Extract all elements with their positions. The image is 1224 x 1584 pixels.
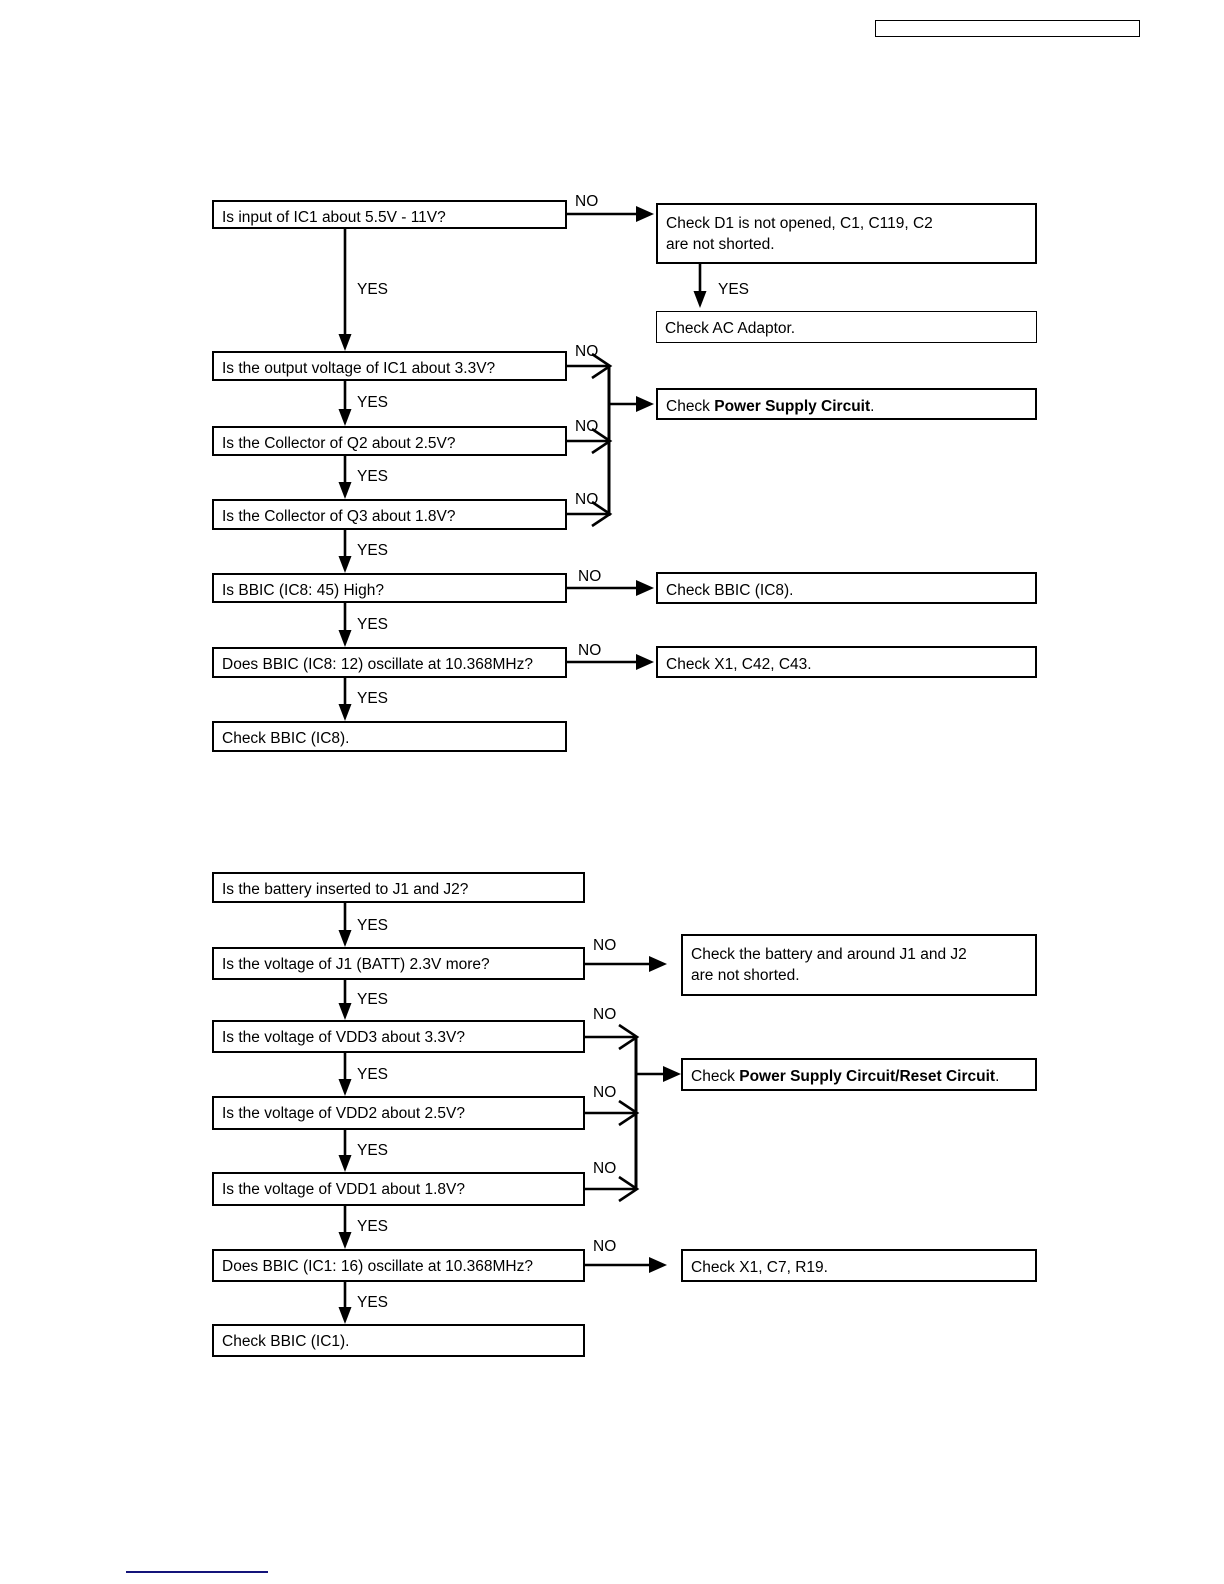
branch-label-no-e4: NO [593,1084,617,1101]
action-box-check-d1-caps[interactable]: Check D1 is not opened, C1, C119, C2 are… [656,203,1037,264]
decision-box-battery-inserted[interactable]: Is the battery inserted to J1 and J2? [212,872,585,903]
branch-label-yes-d5: YES [357,616,389,633]
action-box-check-battery-j1-j2[interactable]: Check the battery and around J1 and J2 a… [681,934,1037,996]
action-text-bold: Power Supply Circuit [714,398,871,415]
decision-box-collector-q3[interactable]: Is the Collector of Q3 about 1.8V? [212,499,567,530]
branch-label-no-e2: NO [593,937,617,954]
action-box-check-power-supply-reset-circuit[interactable]: Check Power Supply Circuit/Reset Circuit… [681,1058,1037,1091]
terminal-box-check-bbic-ic8[interactable]: Check BBIC (IC8). [212,721,567,752]
decision-box-bbic-ic8-12-oscillate[interactable]: Does BBIC (IC8: 12) oscillate at 10.368M… [212,647,567,678]
branch-label-yes-d1: YES [357,281,389,298]
action-box-check-ac-adaptor[interactable]: Check AC Adaptor. [656,311,1037,343]
branch-label-no-d1: NO [575,193,599,210]
decision-box-bbic-ic8-45-high[interactable]: Is BBIC (IC8: 45) High? [212,573,567,603]
branch-label-yes-d4: YES [357,542,389,559]
branch-label-yes-e2: YES [357,991,389,1008]
footer-rule [126,1571,268,1573]
branch-label-yes-d6: YES [357,690,389,707]
action-box-check-power-supply-circuit[interactable]: Check Power Supply Circuit. [656,388,1037,420]
branch-label-yes-d3: YES [357,468,389,485]
branch-label-yes-e1: YES [357,917,389,934]
decision-box-voltage-vdd2[interactable]: Is the voltage of VDD2 about 2.5V? [212,1096,585,1130]
decision-box-voltage-j1-batt[interactable]: Is the voltage of J1 (BATT) 2.3V more? [212,947,585,980]
decision-box-collector-q2[interactable]: Is the Collector of Q2 about 2.5V? [212,426,567,456]
branch-label-no-d6: NO [578,642,602,659]
branch-label-no-e5: NO [593,1160,617,1177]
action-box-check-bbic-ic8[interactable]: Check BBIC (IC8). [656,572,1037,604]
branch-label-yes-e3: YES [357,1066,389,1083]
action-text-suffix: . [870,398,875,415]
action-text-suffix: . [995,1068,1000,1085]
action-box-check-x1-c7-r19[interactable]: Check X1, C7, R19. [681,1249,1037,1282]
action-box-check-x1-c42-c43[interactable]: Check X1, C42, C43. [656,646,1037,678]
branch-label-no-d5: NO [578,568,602,585]
action-text-prefix: Check [666,398,715,415]
decision-box-output-ic1[interactable]: Is the output voltage of IC1 about 3.3V? [212,351,567,381]
decision-box-bbic-ic1-16-oscillate[interactable]: Does BBIC (IC1: 16) oscillate at 10.368M… [212,1249,585,1282]
terminal-box-check-bbic-ic1[interactable]: Check BBIC (IC1). [212,1324,585,1357]
branch-label-no-e3: NO [593,1006,617,1023]
branch-label-no-d3: NO [575,418,599,435]
branch-label-yes-d2: YES [357,394,389,411]
decision-box-input-ic1[interactable]: Is input of IC1 about 5.5V - 11V? [212,200,567,229]
branch-label-no-d4: NO [575,491,599,508]
branch-label-no-e6: NO [593,1238,617,1255]
branch-label-no-d2: NO [575,343,599,360]
branch-label-yes-e6: YES [357,1294,389,1311]
branch-label-yes-e5: YES [357,1218,389,1235]
branch-label-yes-a1: YES [718,281,750,298]
decision-box-voltage-vdd1[interactable]: Is the voltage of VDD1 about 1.8V? [212,1172,585,1206]
header-title-box [875,20,1140,37]
decision-box-voltage-vdd3[interactable]: Is the voltage of VDD3 about 3.3V? [212,1020,585,1053]
branch-label-yes-e4: YES [357,1142,389,1159]
action-text-prefix: Check [691,1068,740,1085]
action-text-bold: Power Supply Circuit/Reset Circuit [739,1068,996,1085]
